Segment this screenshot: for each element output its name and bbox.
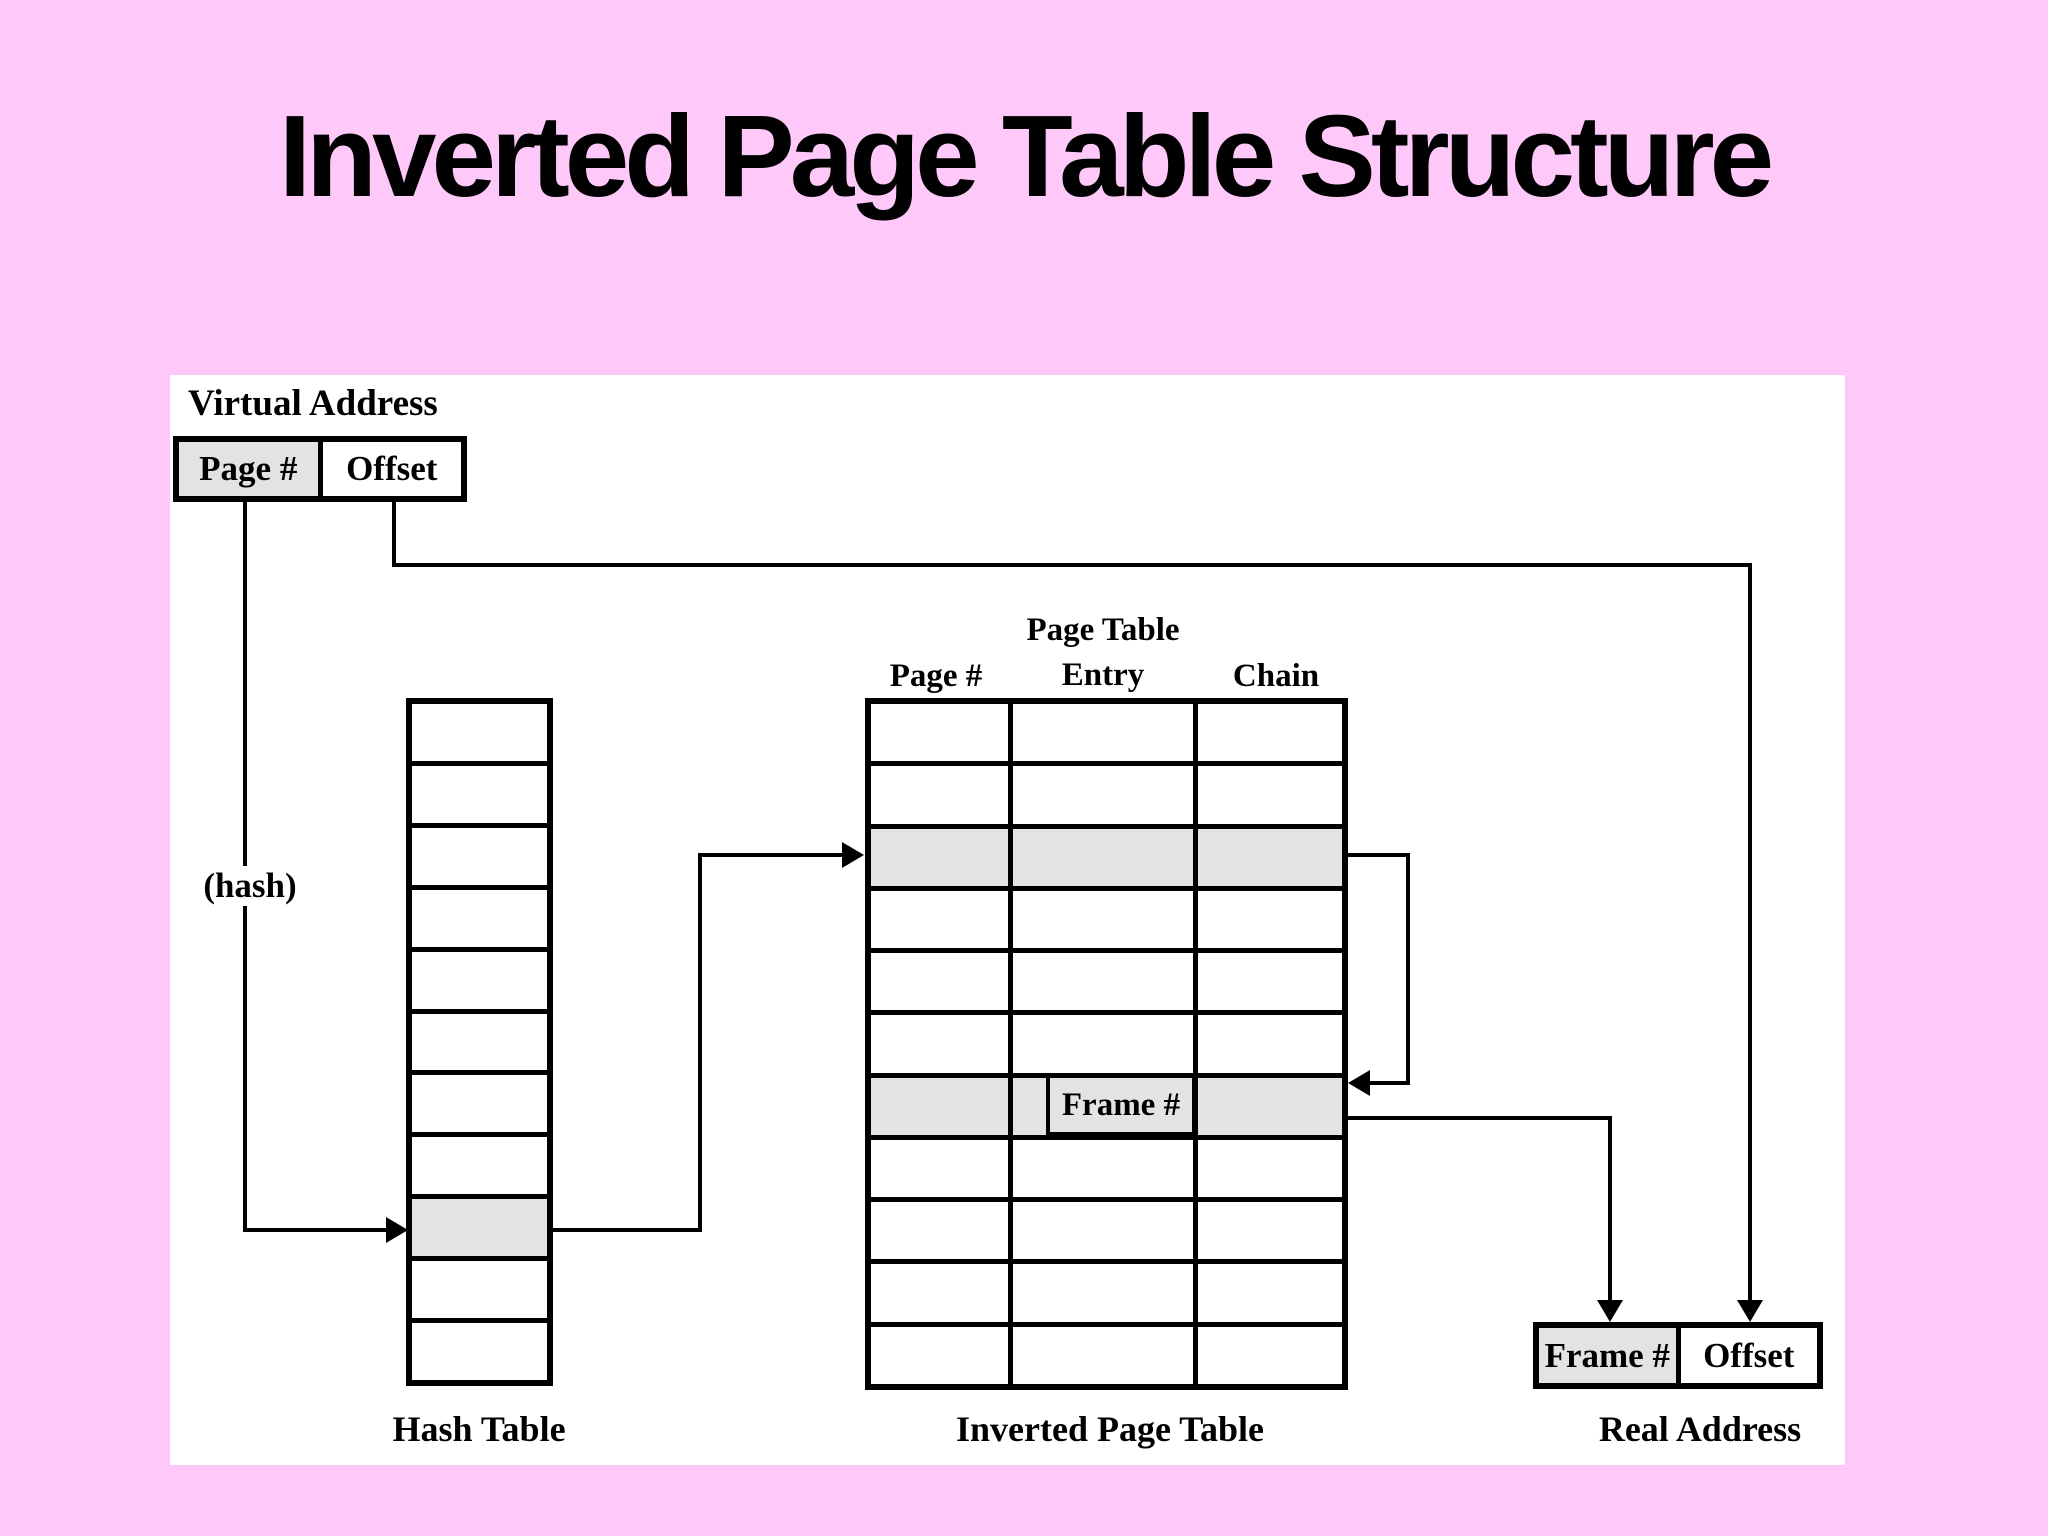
hash-table-cell <box>412 1199 547 1257</box>
ipt-cell <box>1198 766 1342 824</box>
ipt-cell <box>1013 1015 1193 1073</box>
page-hash-line-horizontal <box>243 1228 388 1232</box>
ipt-cell <box>1013 1326 1193 1384</box>
hash-table-cell <box>412 765 547 823</box>
hash-table-cell <box>412 1013 547 1071</box>
ipt-cell <box>871 704 1008 762</box>
ipt-cell <box>1198 1139 1342 1198</box>
real-offset-arrow <box>1737 1300 1763 1322</box>
frame-line-vertical <box>1608 1116 1612 1303</box>
real-address-caption: Real Address <box>1598 1409 1802 1449</box>
ipt-header-entry-line1: Page Table <box>1026 612 1180 648</box>
page-hash-line-vertical <box>243 499 247 1232</box>
ipt-cell <box>1198 1077 1342 1135</box>
hash-table-cell <box>412 1261 547 1319</box>
ipt-cell <box>871 1202 1008 1260</box>
real-address-frame-cell: Frame # <box>1539 1328 1676 1383</box>
virtual-address-box: Page # Offset <box>173 436 467 502</box>
real-address-box: Frame # Offset <box>1533 1322 1823 1389</box>
ipt-cell <box>1198 1264 1342 1322</box>
ipt-cell <box>871 1326 1008 1384</box>
frame-line-horizontal <box>1348 1116 1612 1120</box>
offset-line-horizontal <box>392 563 1752 567</box>
ipt-header-entry: Page Table Entry <box>1026 608 1179 697</box>
ipt-cell <box>1013 1202 1193 1260</box>
ipt-header-page: Page # <box>889 658 983 694</box>
ipt-cell <box>1198 704 1342 762</box>
hash-table-caption: Hash Table <box>392 1409 566 1449</box>
frame-number-box: Frame # <box>1046 1074 1196 1136</box>
ipt-cell <box>1198 1326 1342 1384</box>
inverted-page-table <box>865 698 1348 1390</box>
hash-table-cell <box>412 889 547 947</box>
ipt-cell <box>1013 953 1193 1011</box>
hash-table-arrow <box>386 1217 408 1243</box>
hash-table-cell <box>412 1323 547 1380</box>
ipt-cell <box>1013 766 1193 824</box>
hash-table-cell <box>412 1075 547 1133</box>
ipt-cell <box>871 1015 1008 1073</box>
slide-title: Inverted Page Table Structure <box>278 91 1774 221</box>
hash-table <box>406 698 553 1386</box>
hash-table-cell <box>412 951 547 1009</box>
offset-line-vertical-right <box>1748 563 1752 1303</box>
ipt-cell <box>871 1077 1008 1135</box>
ipt-cell <box>1013 1264 1193 1322</box>
ipt-cell <box>1013 704 1193 762</box>
hash-ipt-line-top <box>698 853 844 857</box>
inverted-page-table-caption: Inverted Page Table <box>955 1409 1265 1449</box>
hash-table-cell <box>412 827 547 885</box>
hash-ipt-line-bottom <box>553 1228 702 1232</box>
hash-function-label: (hash) <box>195 866 305 906</box>
hash-table-cell <box>412 1137 547 1195</box>
virtual-address-label: Virtual Address <box>188 383 438 424</box>
real-frame-arrow <box>1597 1300 1623 1322</box>
ipt-cell <box>871 766 1008 824</box>
chain-loop-bottom <box>1370 1081 1410 1085</box>
hash-ipt-line-vertical <box>698 853 702 1232</box>
offset-line-vertical-top <box>392 499 396 567</box>
ipt-cell <box>871 953 1008 1011</box>
virtual-address-page-cell: Page # <box>179 442 318 496</box>
ipt-cell <box>1198 1202 1342 1260</box>
ipt-cell <box>871 828 1008 886</box>
ipt-cell <box>1198 1015 1342 1073</box>
ipt-cell <box>871 890 1008 949</box>
ipt-cell <box>1013 890 1193 949</box>
chain-target-arrow <box>1348 1070 1370 1096</box>
chain-loop-vertical <box>1406 853 1410 1085</box>
hash-table-cell <box>412 704 547 761</box>
ipt-cell <box>1198 890 1342 949</box>
ipt-cell <box>1198 953 1342 1011</box>
ipt-header-chain: Chain <box>1232 658 1320 694</box>
virtual-address-offset-cell: Offset <box>322 442 461 496</box>
ipt-cell <box>871 1139 1008 1198</box>
ipt-cell <box>1013 1139 1193 1198</box>
ipt-cell <box>871 1264 1008 1322</box>
chain-loop-top <box>1348 853 1410 857</box>
ipt-row-arrow <box>842 842 864 868</box>
ipt-cell <box>1198 828 1342 886</box>
ipt-cell <box>1013 828 1193 886</box>
ipt-header-entry-line2: Entry <box>1061 656 1145 693</box>
real-address-offset-cell: Offset <box>1680 1328 1817 1383</box>
